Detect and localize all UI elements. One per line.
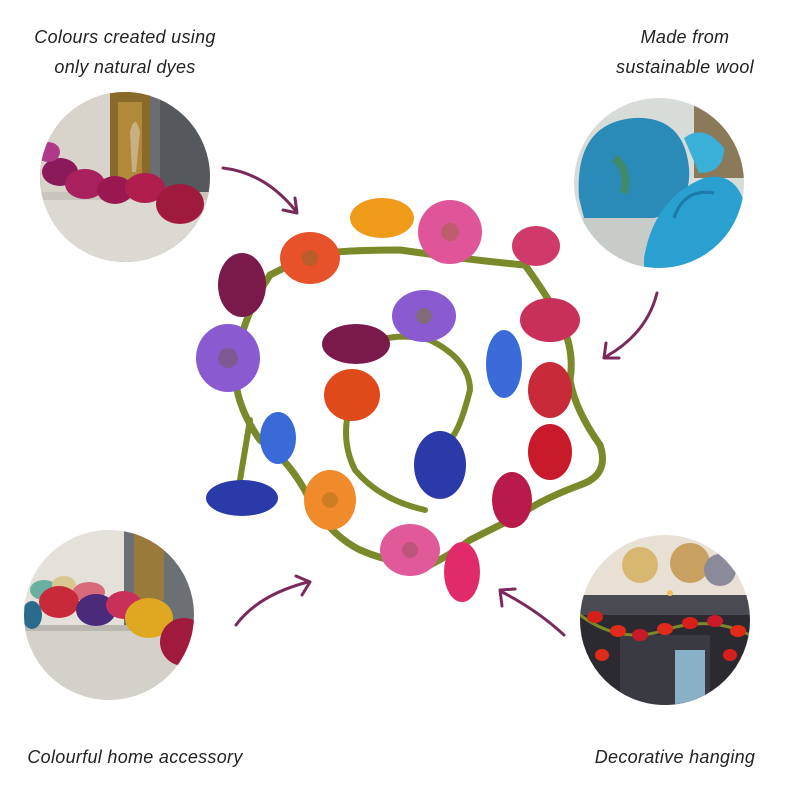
flower <box>260 412 296 464</box>
flower <box>418 200 482 264</box>
flower <box>512 226 560 266</box>
caption-decorative-hanging: Decorative hanging <box>594 747 756 767</box>
flower <box>520 298 580 342</box>
flower <box>528 424 572 480</box>
felt-flowers <box>196 198 580 602</box>
arrow-to-garland-bottom-right <box>498 587 566 637</box>
arrow-to-garland-top-left <box>221 166 299 215</box>
flower <box>218 253 266 317</box>
caption-line: sustainable wool <box>616 57 754 77</box>
flower <box>380 524 440 576</box>
arrow-to-garland-bottom-left <box>234 574 312 627</box>
flower <box>414 431 466 499</box>
arrow-to-garland-top-right <box>602 291 659 360</box>
caption-sustainable-wool: Made from sustainable wool <box>580 22 790 82</box>
flower <box>492 472 532 528</box>
flower-garland-spiral <box>196 198 606 602</box>
flower <box>322 324 390 364</box>
caption-line: Made from <box>640 27 730 47</box>
flower <box>528 362 572 418</box>
caption-line: Colours created using <box>34 27 216 47</box>
photo-home-accessory <box>24 530 194 700</box>
flower <box>206 480 278 516</box>
photo-natural-dyes <box>40 92 210 262</box>
caption-home-accessory: Colourful home accessory <box>27 747 243 767</box>
flower <box>304 470 356 530</box>
flower <box>350 198 414 238</box>
photo-decorative-hanging <box>580 535 750 705</box>
photo-sustainable-wool <box>574 98 744 268</box>
caption-natural-dyes: Colours created using only natural dyes <box>20 22 230 82</box>
flower <box>486 330 522 398</box>
caption-line: only natural dyes <box>54 57 196 77</box>
flower <box>196 324 260 392</box>
flower <box>324 369 380 421</box>
flower <box>444 542 480 602</box>
